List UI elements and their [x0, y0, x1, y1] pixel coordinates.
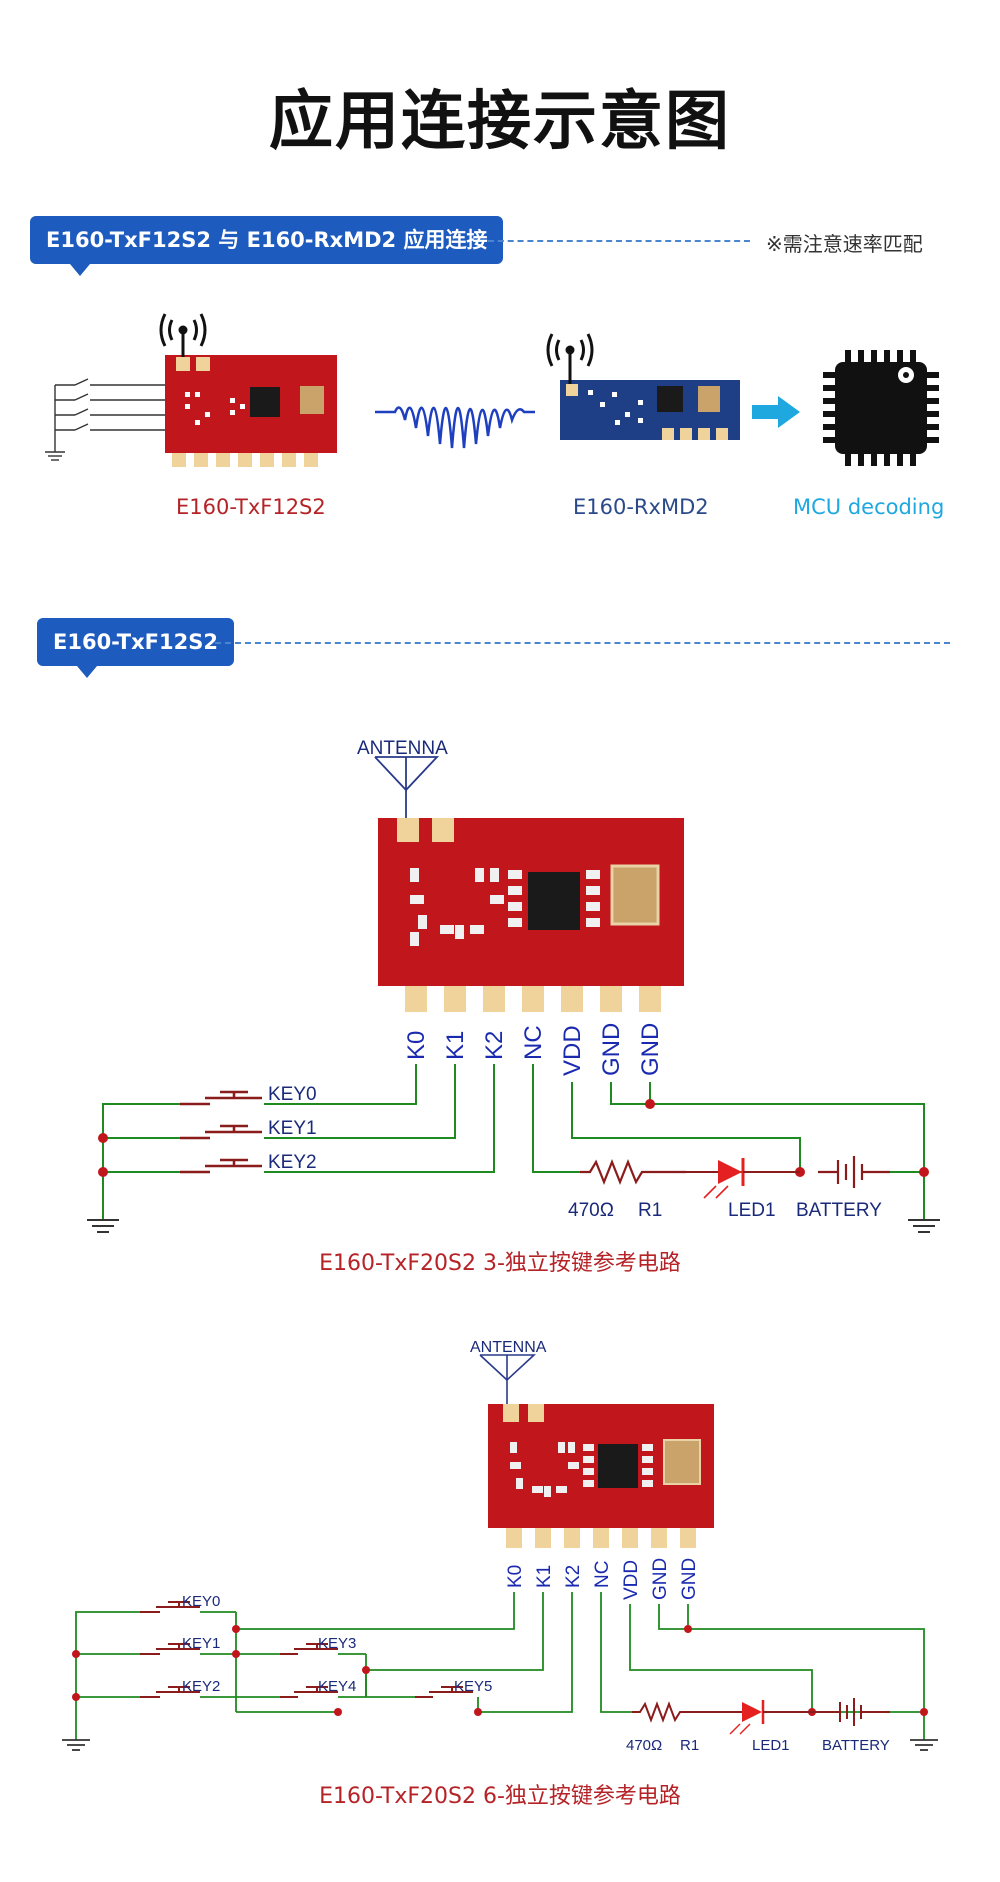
key-label-1-2: KEY1	[182, 1635, 220, 1652]
pin-label-k0: K0	[403, 1031, 430, 1060]
key-label-5-2: KEY5	[454, 1678, 492, 1695]
section-divider	[488, 240, 750, 242]
pin-label-k2: K2	[481, 1031, 508, 1060]
mcu-label: MCU decoding	[793, 495, 945, 519]
junction-dot	[474, 1708, 482, 1716]
rx-antenna-icon	[546, 333, 594, 384]
junction-dot	[98, 1133, 108, 1143]
pin-label-gnd1: GND	[598, 1023, 625, 1076]
battery-label: BATTERY	[796, 1200, 882, 1221]
junction-dot	[232, 1650, 240, 1658]
pin-label-gnd2: GND	[637, 1023, 664, 1076]
junction-dot	[232, 1625, 240, 1633]
junction-dot	[645, 1099, 655, 1109]
resistor-ref: R1	[638, 1200, 662, 1221]
antenna-label: ANTENNA	[357, 738, 448, 759]
resistor-value-2: 470Ω	[626, 1737, 662, 1754]
rx-module-label: E160-RxMD2	[573, 495, 709, 519]
pin-label-nc-2: NC	[592, 1561, 613, 1588]
key-label-0: KEY0	[268, 1084, 317, 1105]
junction-dot	[72, 1650, 80, 1658]
key-label-3-2: KEY3	[318, 1635, 356, 1652]
led-ref-2: LED1	[752, 1737, 790, 1754]
rate-note: ※需注意速率匹配	[766, 232, 923, 256]
junction-dot	[334, 1708, 342, 1716]
pin-label-k0-2: K0	[505, 1565, 526, 1588]
ground-symbol	[87, 1219, 940, 1233]
tx-board-large	[378, 818, 684, 1012]
pin-label-gnd1-2: GND	[650, 1558, 671, 1600]
circuit-3-keys: ANTENNA K0 K1 K2 NC VDD GND GND	[87, 738, 940, 1233]
section-tag-tx: E160-TxF12S2	[37, 618, 234, 678]
circuit-1-caption: E160-TxF20S2 3-独立按键参考电路	[319, 1251, 681, 1276]
switch-bank-icon	[45, 378, 168, 461]
key-label-0-2: KEY0	[182, 1593, 220, 1610]
key-switch-icons	[180, 1090, 262, 1174]
pin-label-vdd-2: VDD	[621, 1560, 642, 1600]
resistor-symbol-2	[632, 1701, 720, 1723]
antenna-symbol	[374, 756, 440, 830]
key-label-2-2: KEY2	[182, 1678, 220, 1695]
section-tag-connection: E160-TxF12S2 与 E160-RxMD2 应用连接	[30, 216, 504, 276]
battery-symbol-2	[812, 1698, 890, 1726]
pin-label-gnd2-2: GND	[679, 1558, 700, 1600]
page-title: 应用连接示意图	[269, 85, 731, 159]
junction-dot	[72, 1693, 80, 1701]
pin-label-k1-2: K1	[534, 1565, 555, 1588]
battery-symbol	[818, 1156, 890, 1188]
key-label-4-2: KEY4	[318, 1678, 356, 1695]
key-label-2: KEY2	[268, 1152, 317, 1173]
circuit-6-keys: ANTENNA K0 K1 K2 NC VDD GND GND	[62, 1339, 938, 1754]
led-ref: LED1	[728, 1200, 776, 1221]
key-label-1: KEY1	[268, 1118, 317, 1139]
wires-green	[102, 1064, 925, 1220]
pin-label-k1: K1	[442, 1031, 469, 1060]
rx-module-board	[560, 380, 740, 440]
battery-label-2: BATTERY	[822, 1737, 890, 1754]
section-divider-2	[215, 642, 950, 644]
arrow-right-icon	[752, 396, 800, 428]
led-symbol-2	[720, 1700, 812, 1735]
pin-label-nc: NC	[520, 1025, 547, 1060]
junction-dot	[362, 1666, 370, 1674]
resistor-ref-2: R1	[680, 1737, 699, 1754]
junction-dot	[920, 1708, 928, 1716]
pin-label-k2-2: K2	[563, 1565, 584, 1588]
circuit-2-caption: E160-TxF20S2 6-独立按键参考电路	[319, 1784, 681, 1809]
junction-dot	[919, 1167, 929, 1177]
resistor-value: 470Ω	[568, 1200, 614, 1221]
wires-green-2	[75, 1592, 925, 1740]
tx-antenna-icon	[159, 313, 207, 357]
junction-dot	[684, 1625, 692, 1633]
rf-wave-icon	[375, 406, 535, 449]
resistor-symbol	[580, 1159, 686, 1185]
pin-label-vdd: VDD	[559, 1025, 586, 1076]
tx-module-board	[165, 355, 337, 467]
key-switch-icons-2	[140, 1601, 473, 1698]
led-symbol	[686, 1158, 800, 1199]
junction-dot	[98, 1167, 108, 1177]
ground-symbol-2	[62, 1739, 938, 1751]
antenna-label-2: ANTENNA	[470, 1339, 547, 1356]
mcu-chip-icon	[823, 350, 939, 466]
connection-diagram	[45, 313, 939, 467]
tx-module-label: E160-TxF12S2	[176, 495, 326, 519]
antenna-symbol-2	[479, 1354, 537, 1412]
tx-board-small	[488, 1404, 714, 1548]
